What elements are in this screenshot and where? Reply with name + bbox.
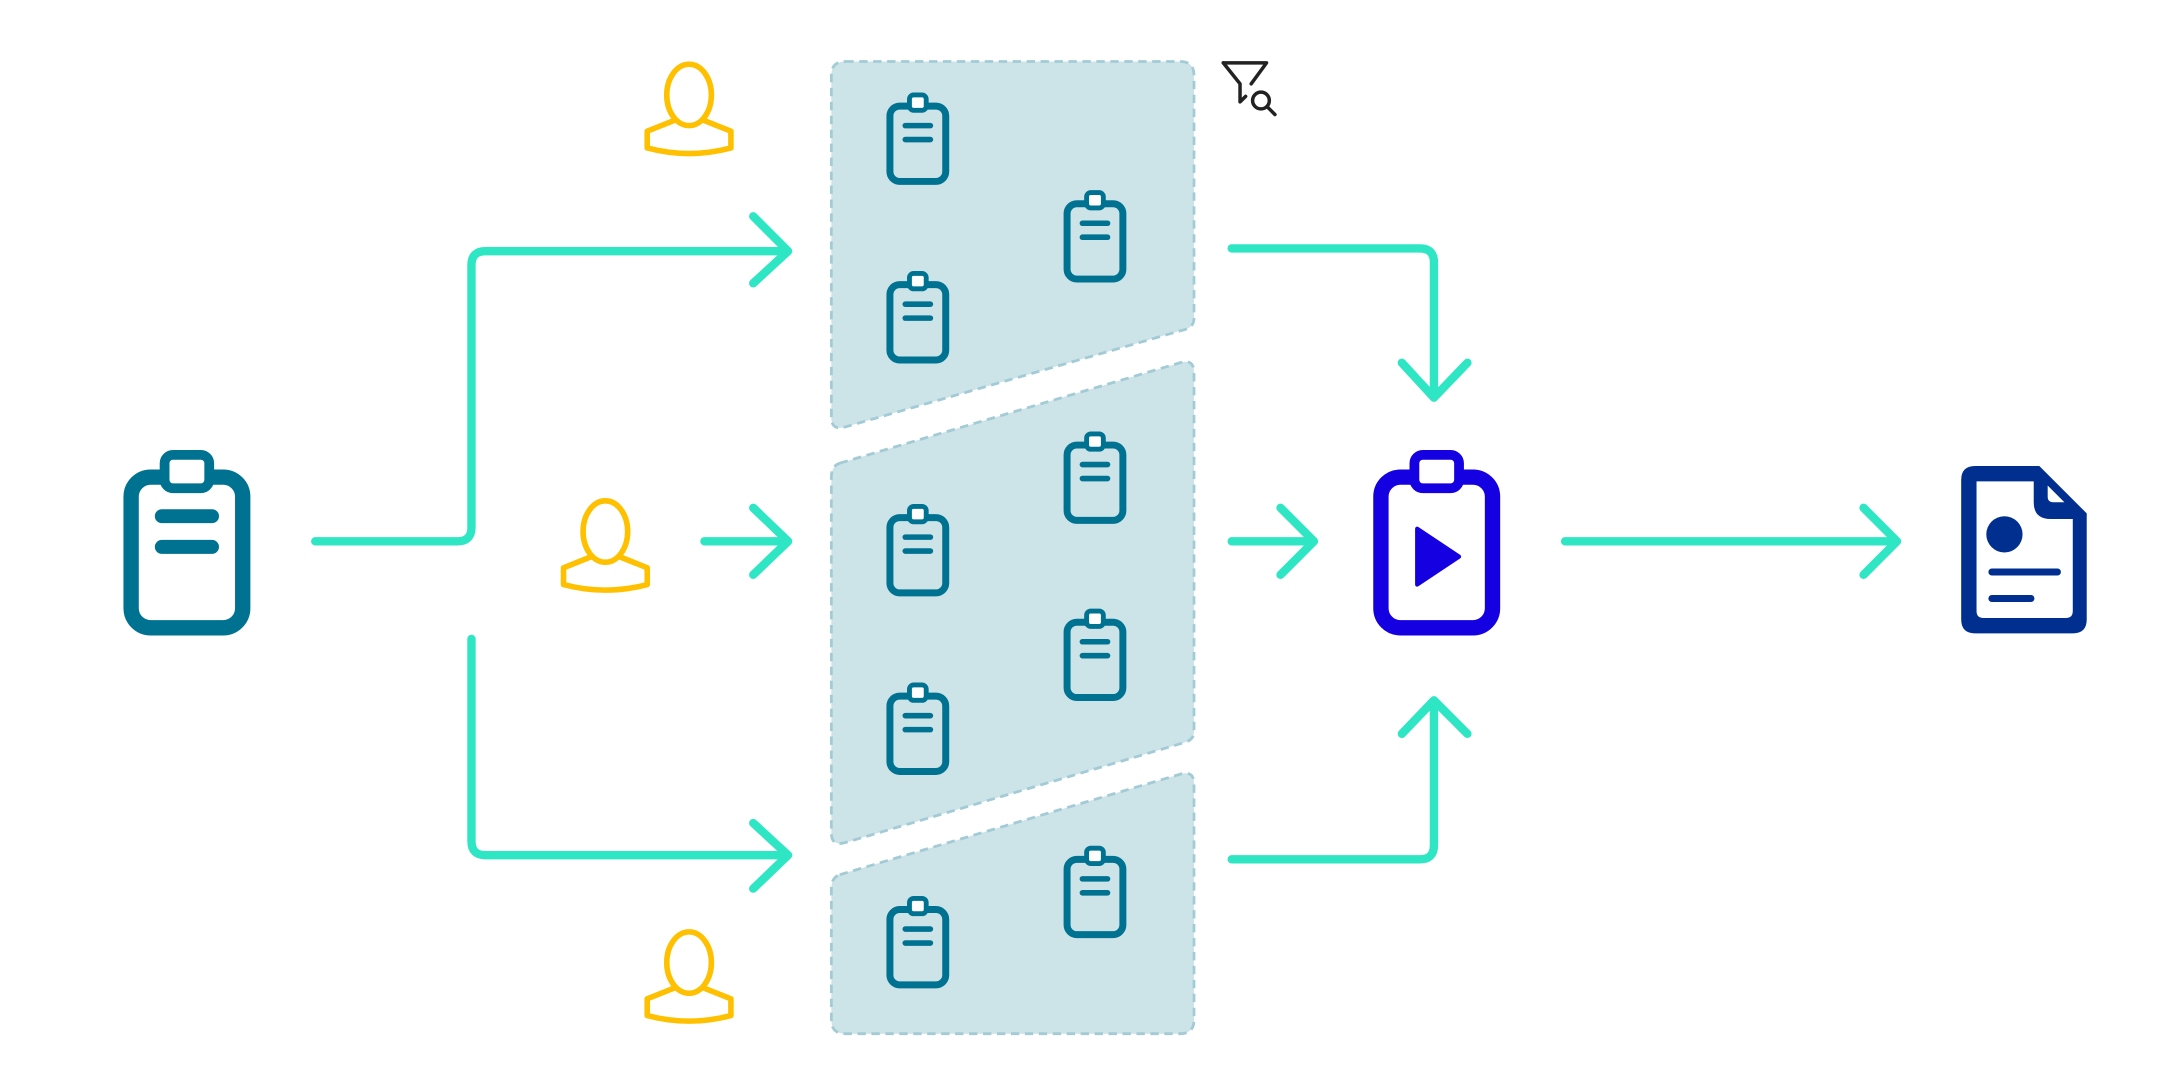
flow-arrow-to-top	[311, 212, 793, 546]
flow-arrow-to-output	[1560, 503, 1902, 579]
flow-arrow-middle-to-process	[1227, 503, 1319, 579]
clipboard-play-icon	[1373, 449, 1501, 636]
source-clipboard-icon	[123, 449, 251, 636]
flow-arrow-bottom-to-process	[1227, 696, 1472, 864]
flow-arrow-to-bottom	[467, 634, 793, 893]
partition-panel-bottom	[829, 771, 1196, 1036]
document-icon	[1961, 465, 2087, 634]
flow-arrow-to-middle	[700, 503, 793, 579]
flow-arrow-top-to-process	[1227, 244, 1472, 402]
user-icon	[647, 64, 731, 153]
user-icon	[647, 932, 731, 1021]
partition-panel-top	[829, 60, 1196, 430]
user-icon	[564, 501, 648, 590]
filter-search-icon	[1221, 61, 1277, 117]
partition-panel-middle	[829, 360, 1196, 845]
